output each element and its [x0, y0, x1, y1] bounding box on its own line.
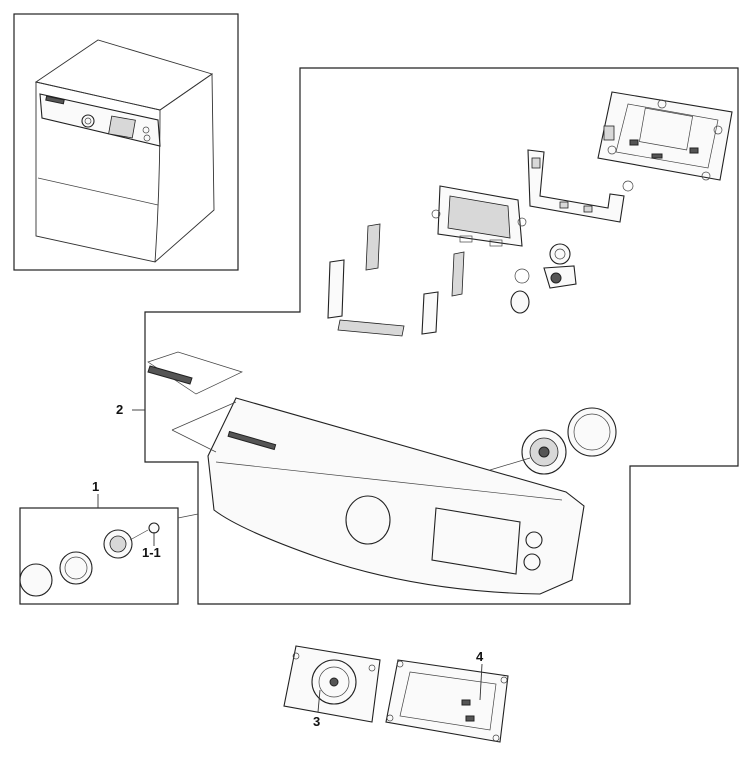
encoder-and-knob-parts [510, 243, 577, 314]
main-pcb-board [597, 91, 733, 181]
encoder-pcb [283, 645, 381, 723]
knob-assembly-inset [19, 507, 199, 605]
dial-ring [489, 407, 617, 475]
leader-lines [97, 409, 483, 713]
l-shaped-switch-board [527, 149, 634, 223]
overview-inset [13, 13, 239, 271]
callout-1-1: 1-1 [142, 545, 161, 560]
button-strips [327, 223, 465, 337]
callout-4: 4 [476, 649, 484, 664]
callout-2: 2 [116, 402, 123, 417]
trim-sheet [147, 351, 243, 395]
display-pcb [385, 659, 509, 743]
display-bezel [431, 185, 527, 247]
main-assembly-frame [144, 67, 739, 605]
control-panel-housing [171, 397, 585, 595]
callout-1: 1 [92, 479, 99, 494]
appliance-cabinet-drawing [34, 39, 215, 263]
callout-3: 3 [313, 714, 320, 729]
